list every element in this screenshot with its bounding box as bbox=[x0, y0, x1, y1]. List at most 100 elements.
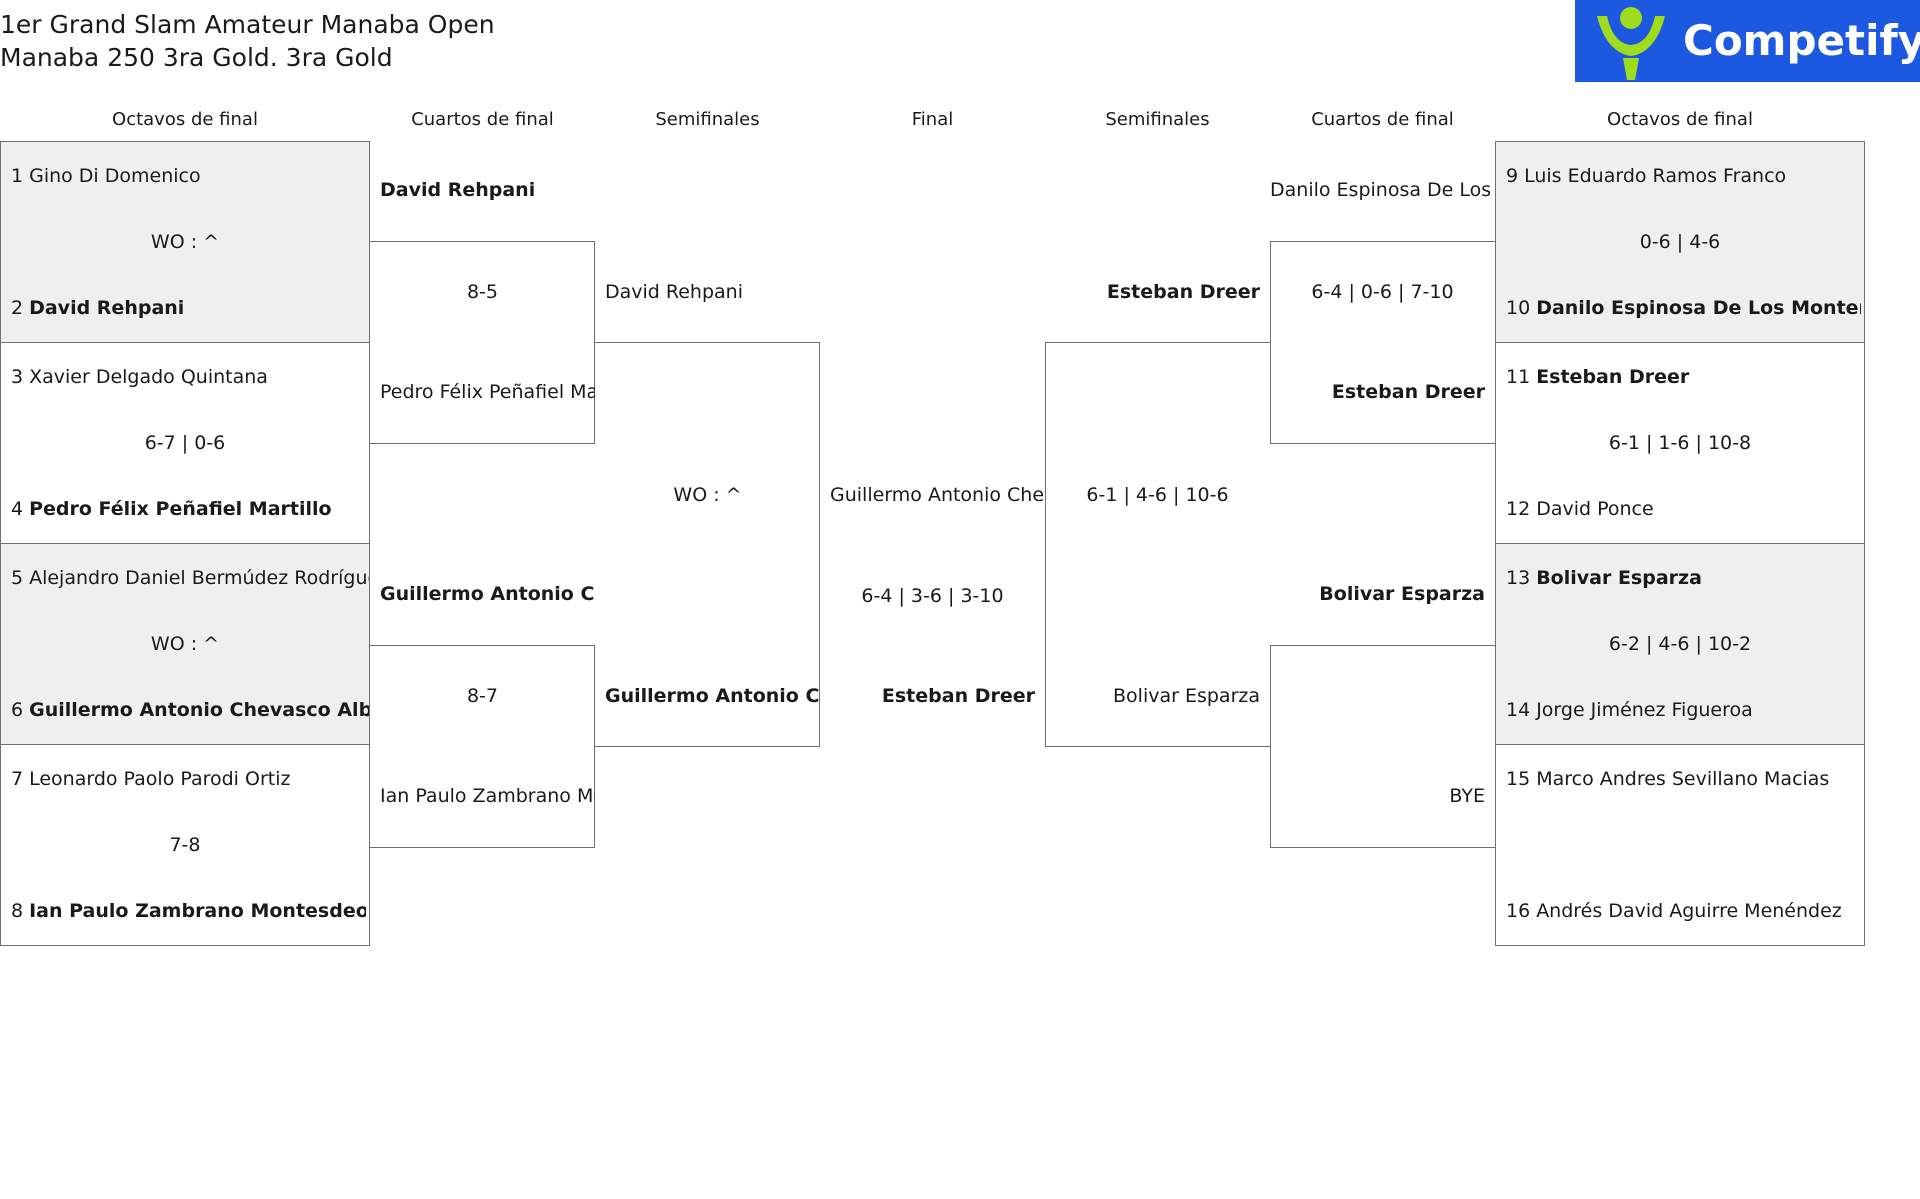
match-box-left-sf[interactable] bbox=[595, 342, 820, 747]
player-name: Esteban Dreer bbox=[1536, 366, 1690, 388]
round-label-left-qf: Cuartos de final bbox=[411, 109, 554, 130]
player-name-winner: Bolivar Esparza bbox=[1319, 583, 1485, 605]
match-score: 8-7 bbox=[466, 685, 499, 707]
final-player-name: Guillermo Antonio Chevasco Albarracín bbox=[830, 484, 1045, 506]
seed-number: 15 bbox=[1506, 768, 1531, 790]
seed-number: 12 bbox=[1506, 498, 1531, 520]
seed-number: 16 bbox=[1506, 900, 1531, 922]
match-score: 6-7 | 0-6 bbox=[144, 432, 226, 454]
player-name-winner: Esteban Dreer bbox=[1331, 381, 1485, 403]
final-score: 6-4 | 3-6 | 3-10 bbox=[861, 585, 1004, 607]
final-player-name-winner: Esteban Dreer bbox=[881, 685, 1035, 707]
seed-number: 5 bbox=[11, 567, 24, 589]
player-name: Danilo Espinosa De Los Monteros bbox=[1536, 297, 1861, 319]
player-name: Leonardo Paolo Parodi Ortiz bbox=[29, 768, 291, 790]
seed-number: 6 bbox=[11, 699, 24, 721]
match-score: WO : ^ bbox=[150, 633, 220, 655]
seed-number: 10 bbox=[1506, 297, 1531, 319]
player-name: Jorge Jiménez Figueroa bbox=[1536, 699, 1753, 721]
seed-number: 3 bbox=[11, 366, 24, 388]
player-name: Guillermo Antonio Chevasco Albarrac bbox=[29, 699, 369, 721]
seed-number: 1 bbox=[11, 165, 24, 187]
player-name: Xavier Delgado Quintana bbox=[29, 366, 268, 388]
match-score: WO : ^ bbox=[150, 231, 220, 253]
player-name: Ian Paulo Zambrano Montesdeoca bbox=[29, 900, 366, 922]
seed-number: 4 bbox=[11, 498, 24, 520]
match-score: 7-8 bbox=[169, 834, 201, 856]
player-name-bye: BYE bbox=[1449, 785, 1485, 807]
match-score: 6-1 | 4-6 | 10-6 bbox=[1086, 484, 1229, 506]
seed-number: 14 bbox=[1506, 699, 1531, 721]
player-name: David Rehpani bbox=[605, 281, 744, 303]
seed-number: 2 bbox=[11, 297, 24, 319]
player-name: Danilo Espinosa De Los bbox=[1270, 179, 1490, 201]
player-name: Luis Eduardo Ramos Franco bbox=[1524, 165, 1787, 187]
player-name: Gino Di Domenico bbox=[29, 165, 201, 187]
match-score: 6-4 | 0-6 | 7-10 bbox=[1311, 281, 1454, 303]
player-name: Ian Paulo Zambrano Montesdeoca bbox=[380, 785, 595, 807]
match-score: 8-5 bbox=[466, 281, 499, 303]
round-label-right-sf: Semifinales bbox=[1105, 109, 1210, 130]
match-score: 0-6 | 4-6 bbox=[1639, 231, 1721, 253]
round-label-right-qf: Cuartos de final bbox=[1311, 109, 1454, 130]
player-name-winner: David Rehpani bbox=[380, 179, 536, 201]
figure-logo-icon bbox=[1597, 7, 1665, 80]
match-box-right-sf[interactable] bbox=[1045, 342, 1270, 747]
match-box-right-qf-2[interactable] bbox=[1270, 645, 1495, 848]
match-box-right-qf-1[interactable] bbox=[1270, 241, 1495, 444]
tournament-title: 1er Grand Slam Amateur Manaba Open bbox=[0, 10, 495, 39]
seed-number: 13 bbox=[1506, 567, 1531, 589]
brand-logo bbox=[1575, 0, 1920, 82]
seed-number: 7 bbox=[11, 768, 24, 790]
player-name: Andrés David Aguirre Menéndez bbox=[1536, 900, 1842, 922]
player-name: Pedro Félix Peñafiel Martillo bbox=[380, 381, 595, 403]
player-name: Pedro Félix Peñafiel Martillo bbox=[29, 498, 332, 520]
brand-name: Competify bbox=[1683, 16, 1920, 65]
tournament-category: Manaba 250 3ra Gold. 3ra Gold bbox=[0, 43, 393, 72]
player-name: Alejandro Daniel Bermúdez Rodrígue bbox=[29, 567, 369, 589]
player-name-winner: Esteban Dreer bbox=[1106, 281, 1260, 303]
round-label-final: Final bbox=[911, 109, 954, 130]
seed-number: 11 bbox=[1506, 366, 1531, 388]
match-box-left-qf-2[interactable] bbox=[370, 645, 595, 848]
seed-number: 9 bbox=[1506, 165, 1519, 187]
player-name-winner: Guillermo Antonio Chevasco Albarracín bbox=[380, 583, 595, 605]
player-name-winner: Guillermo Antonio Chevasco Albarracín bbox=[605, 685, 820, 707]
player-name: Bolivar Esparza bbox=[1113, 685, 1260, 707]
match-score: WO : ^ bbox=[673, 484, 742, 506]
round-label-right-r16: Octavos de final bbox=[1607, 109, 1753, 130]
round-label-left-r16: Octavos de final bbox=[112, 109, 258, 130]
player-name: Marco Andres Sevillano Macias bbox=[1536, 768, 1830, 790]
round-label-left-sf: Semifinales bbox=[655, 109, 760, 130]
match-box-left-qf-1[interactable] bbox=[370, 241, 595, 444]
player-name: Bolivar Esparza bbox=[1536, 567, 1702, 589]
match-score: 6-2 | 4-6 | 10-2 bbox=[1608, 633, 1752, 655]
match-score: 6-1 | 1-6 | 10-8 bbox=[1608, 432, 1752, 454]
player-name: David Ponce bbox=[1536, 498, 1654, 520]
seed-number: 8 bbox=[11, 900, 24, 922]
